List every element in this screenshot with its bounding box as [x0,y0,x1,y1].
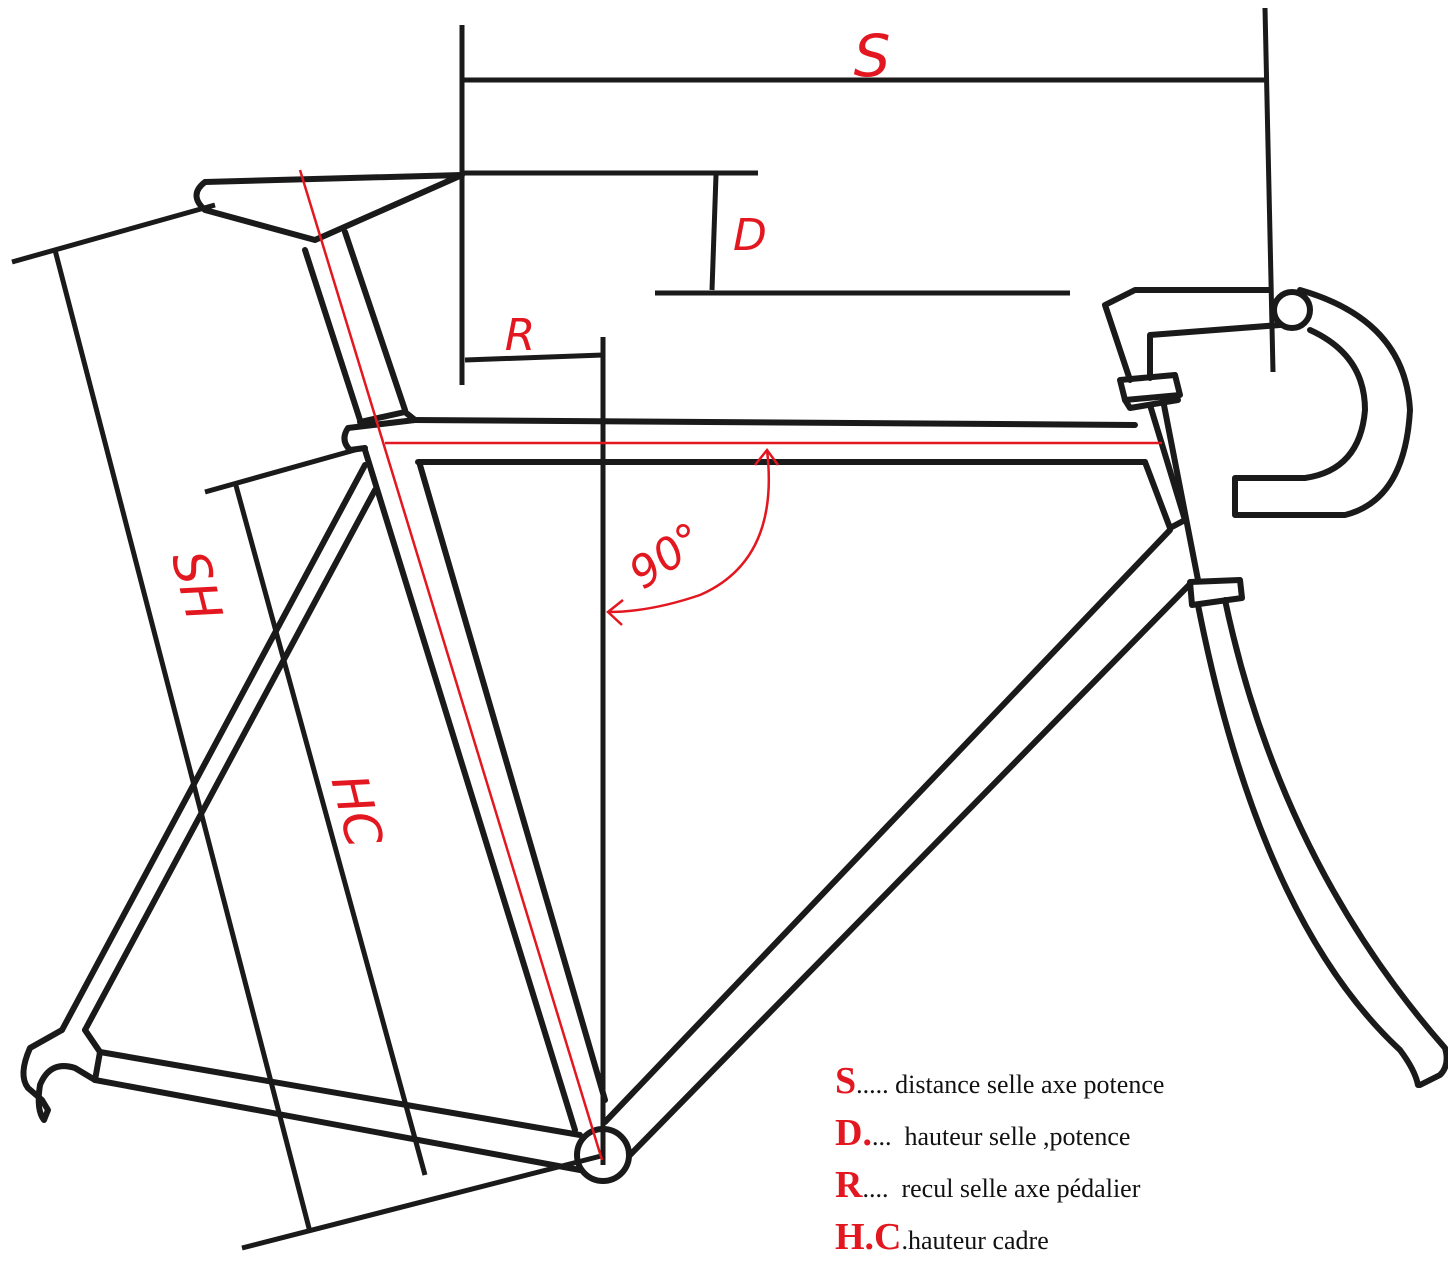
legend: S..... distance selle axe potence D.... … [835,1055,1164,1263]
legend-item-s: S..... distance selle axe potence [835,1055,1164,1107]
label-hc: HC [320,769,394,853]
legend-text: hauteur selle ,potence [891,1122,1131,1151]
label-angle: 90° [620,513,713,600]
label-d: D [733,210,767,261]
dimension-d [462,170,1070,296]
legend-item-r: R.... recul selle axe pédalier [835,1159,1164,1211]
chain-stays [92,1049,583,1173]
seat-tube [362,447,608,1133]
seat-post [302,229,408,423]
legend-text: recul selle axe pédalier [888,1174,1141,1203]
rear-dropout [20,1027,103,1123]
handlebar [1102,287,1413,518]
head-tube [1117,372,1201,583]
top-tube [409,417,1148,465]
legend-text: distance selle axe potence [888,1070,1165,1099]
dimension-hc [204,445,428,1176]
legend-item-d: D.... hauteur selle ,potence [835,1107,1164,1159]
legend-key: R [835,1164,863,1206]
legend-item-hc: H.C.hauteur cadre [835,1211,1164,1263]
legend-text: .hauteur cadre [901,1226,1049,1255]
legend-key: H.C [835,1216,902,1258]
bottom-bracket [574,1126,632,1184]
dimension-sh [52,249,606,1251]
down-tube [602,527,1195,1158]
legend-sep: .... [862,1174,889,1203]
red-construction-lines [298,169,1162,1161]
seat-stays [59,462,378,1033]
dimension-r [464,337,606,1165]
saddle [11,172,465,265]
legend-sep: ..... [856,1070,889,1099]
fork [1187,577,1448,1088]
label-sh: SH [160,545,233,626]
label-r: R [505,310,536,361]
legend-key: S [835,1060,857,1102]
legend-sep: ... [871,1122,892,1151]
label-s: S [854,22,891,90]
legend-key: D. [835,1112,872,1154]
